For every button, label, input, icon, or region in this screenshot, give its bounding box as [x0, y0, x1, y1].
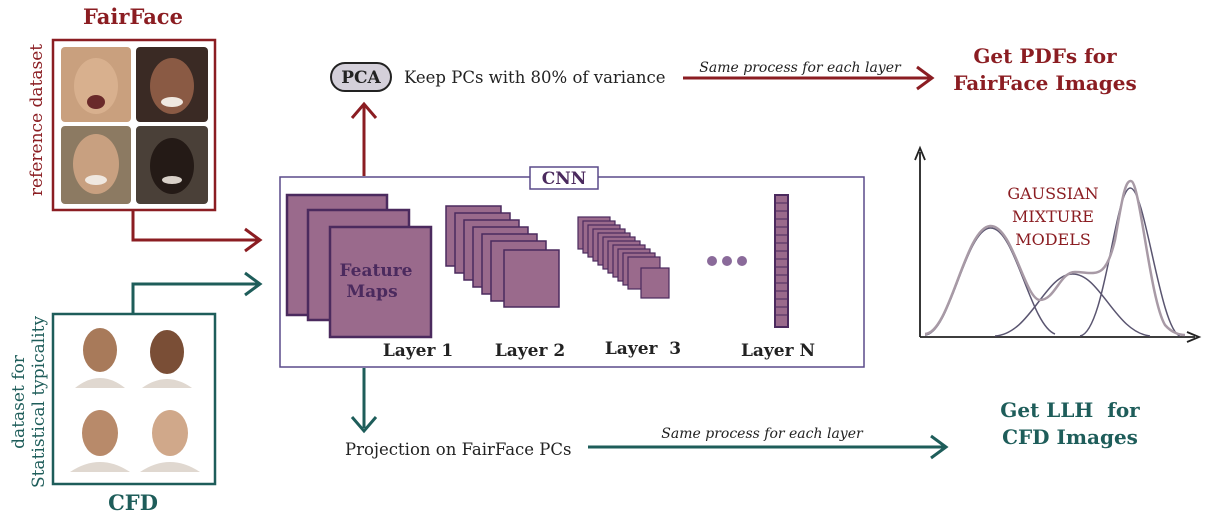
cfd-image-frame [51, 312, 217, 486]
llh-result-line2: CFD Images [1002, 425, 1138, 449]
cfd-to-cnn-arrow [131, 271, 263, 313]
layer-1-feature-maps [285, 193, 433, 339]
gmm-label-line1: GAUSSIAN [1007, 184, 1098, 203]
feature-maps-label-line1: Feature [340, 261, 413, 281]
pca-label: PCA [341, 68, 381, 88]
fairface-title: FairFace [83, 4, 183, 29]
fairface-image-frame [51, 38, 217, 212]
cfd-side-label-line1: dataset for [9, 354, 29, 449]
top-same-process-label: Same process for each layer [699, 60, 902, 76]
cfd-face-image-4 [140, 410, 200, 472]
cfd-face-image-3 [70, 410, 130, 472]
gmm-plot: GAUSSIAN MIXTURE MODELS [914, 145, 1202, 343]
pdf-result-line2: FairFace Images [953, 71, 1137, 95]
fairface-to-cnn-arrow [131, 211, 263, 253]
reference-dataset-label: reference dataset [27, 44, 47, 196]
cnn-to-pca-arrow [350, 101, 378, 176]
llh-result-line1: Get LLH for [1000, 398, 1140, 422]
layer-3-label: Layer 3 [605, 339, 681, 359]
pdf-result-line1: Get PDFs for [973, 44, 1117, 68]
pca-pill [330, 62, 392, 92]
fairface-face-image-2 [136, 47, 208, 122]
layer-1-label: Layer 1 [383, 341, 453, 361]
cfd-face-image-2 [142, 330, 192, 388]
gmm-mixture-curve [924, 179, 1186, 337]
cnn-label: CNN [542, 169, 587, 189]
cnn-to-projection-arrow [350, 368, 378, 434]
gmm-label-line2: MIXTURE [1012, 207, 1094, 226]
cfd-side-label-line2: Statistical typicality [29, 316, 49, 488]
layer-2-feature-maps [445, 205, 560, 308]
feature-maps-label-line2: Maps [346, 282, 397, 302]
projection-text: Projection on FairFace PCs [345, 440, 572, 459]
gmm-axes [914, 145, 1202, 343]
fairface-face-image-1 [61, 47, 131, 122]
bottom-same-process-label: Same process for each layer [661, 426, 864, 442]
cfd-title: CFD [108, 490, 158, 515]
layer-n-label: Layer N [741, 341, 815, 361]
layer-3-feature-maps [577, 216, 670, 299]
ellipsis-dots-icon [707, 256, 747, 266]
pca-description: Keep PCs with 80% of variance [404, 68, 666, 87]
fairface-face-image-4 [136, 126, 208, 204]
fairface-face-image-3 [61, 126, 131, 204]
cfd-face-image-1 [75, 328, 125, 388]
cnn-label-box [529, 166, 599, 190]
top-process-arrow [683, 65, 935, 91]
bottom-process-arrow [588, 434, 949, 460]
gmm-label-line3: MODELS [1015, 230, 1091, 249]
layer-2-label: Layer 2 [495, 341, 565, 361]
layer-n-vector [774, 194, 789, 328]
